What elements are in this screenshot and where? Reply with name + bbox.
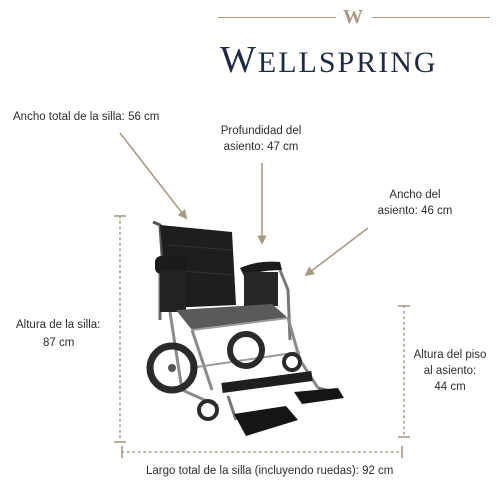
label-seat-depth-line2: asiento: 47 cm [223,141,299,153]
label-seat-depth: Profundidad del asiento: 47 cm [208,123,314,155]
label-seat-height: Altura del piso al asiento: 44 cm [408,347,492,395]
label-seat-height-line1: Altura del piso [413,349,487,361]
logo-rule-right [372,17,490,19]
label-total-length: Largo total de la silla (incluyendo rued… [146,465,394,477]
label-seat-depth-line1: Profundidad del [220,125,302,137]
label-seat-width-line2: asiento: 46 cm [377,205,453,217]
label-seat-width-line1: Ancho del [389,189,441,201]
brand-initial: W [220,39,258,81]
logo-mark: W [343,6,363,28]
label-seat-height-line3: 44 cm [434,381,466,393]
arrow-total-width [119,132,188,220]
label-chair-height: Altura de la silla: 87 cm [16,317,100,351]
label-chair-height-line1: Altura de la silla: [16,319,101,331]
brand-wordmark: WELLSPRING [220,38,438,82]
label-seat-width: Ancho del asiento: 46 cm [370,187,460,219]
label-seat-height-line2: al asiento: [423,365,477,377]
wheelchair-illustration [146,220,344,436]
label-chair-height-line2: 87 cm [43,337,75,349]
brand-rest: ELLSPRING [257,46,438,79]
arrow-seat-width [304,227,369,277]
label-total-width: Ancho total de la silla: 56 cm [13,111,160,123]
logo-rule-left [218,17,336,19]
